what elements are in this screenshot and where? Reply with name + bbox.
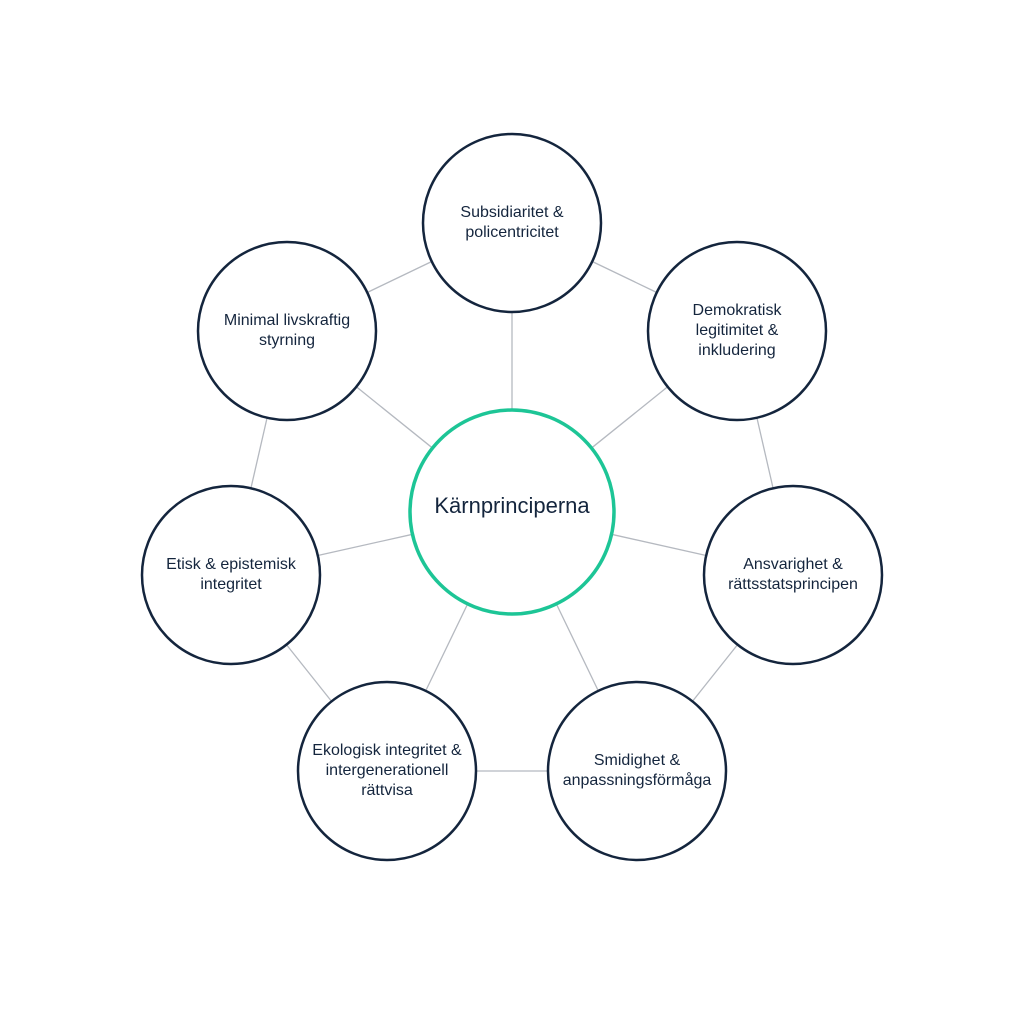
- spoke-connector: [317, 533, 413, 557]
- principle-node-label: Minimal livskraftig styrning: [223, 312, 351, 349]
- principle-node-label: Subsidiaritet & policentricitet: [460, 204, 564, 241]
- spoke-connector: [611, 533, 707, 557]
- ring-connector: [591, 260, 658, 294]
- ring-connector: [250, 417, 268, 489]
- ring-connector: [691, 644, 739, 702]
- principle-node-circle: [702, 484, 884, 666]
- principle-node-circle: [646, 240, 828, 422]
- principle-node-label: Demokratisk legitimitet & inkludering: [692, 302, 782, 359]
- principle-node-label: Smidighet & anpassningsförmåga: [562, 752, 712, 789]
- ring-connector: [366, 260, 433, 294]
- principle-node-circle: [421, 132, 603, 314]
- spoke-connector: [355, 386, 433, 449]
- spoke-connector: [555, 603, 599, 692]
- ring-connector: [285, 644, 333, 702]
- principle-node-circle: [196, 240, 378, 422]
- ring-connector: [756, 417, 774, 489]
- spoke-connector: [591, 386, 669, 449]
- principle-node-label: Etisk & epistemisk integritet: [166, 556, 296, 593]
- center-node-circle: [408, 408, 616, 616]
- spoke-connector: [425, 603, 469, 692]
- principle-node-circle: [546, 680, 728, 862]
- principle-node-circle: [296, 680, 478, 862]
- center-node-label: Kärnprinciperna: [434, 493, 590, 518]
- principle-node-label: Ansvarighet & rättsstatsprincipen: [728, 556, 858, 593]
- principle-node-circle: [140, 484, 322, 666]
- principle-node-label: Ekologisk integritet & intergenerationel…: [312, 742, 462, 799]
